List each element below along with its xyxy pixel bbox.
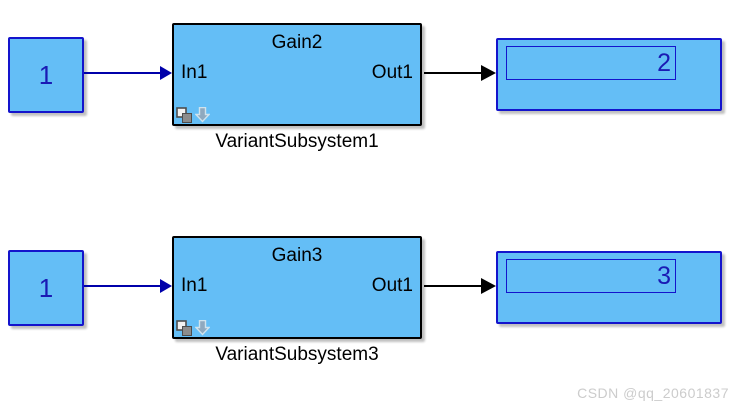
variant-overlapping-squares-icon[interactable]: [176, 107, 193, 123]
variant-subsystem-block[interactable]: Gain3 In1 Out1: [172, 236, 422, 339]
subsystem-name-label[interactable]: VariantSubsystem1: [215, 131, 379, 152]
wire-arrowhead-icon: [481, 278, 496, 294]
display-block[interactable]: 3: [496, 251, 722, 324]
variant-down-arrow-icon[interactable]: [195, 107, 210, 123]
display-block[interactable]: 2: [496, 38, 722, 111]
signal-wire[interactable]: [84, 285, 162, 287]
wire-arrowhead-icon: [481, 65, 496, 81]
signal-wire[interactable]: [84, 72, 162, 74]
constant-block[interactable]: 1: [8, 250, 84, 326]
subsystem-title: Gain3: [271, 245, 323, 266]
variant-overlapping-squares-icon[interactable]: [176, 320, 193, 336]
wire-arrowhead-icon: [160, 66, 172, 80]
constant-value: 1: [38, 272, 54, 303]
variant-down-arrow-icon[interactable]: [195, 320, 210, 336]
wire-arrowhead-icon: [160, 279, 172, 293]
constant-value: 1: [38, 59, 54, 90]
output-port-label: Out1: [371, 62, 413, 83]
watermark: CSDN @qq_20601837: [577, 385, 729, 401]
constant-block[interactable]: 1: [8, 37, 84, 113]
diagram-row-1: 1 Gain2 In1 Out1 VariantSubsystem1: [0, 0, 751, 200]
subsystem-badges[interactable]: [176, 107, 210, 123]
variant-subsystem-block[interactable]: Gain2 In1 Out1: [172, 23, 422, 126]
subsystem-title: Gain2: [271, 32, 323, 53]
display-value: 2: [657, 48, 671, 77]
diagram-row-2: 1 Gain3 In1 Out1 VariantSubsystem3: [0, 213, 751, 413]
display-value-field: 3: [506, 259, 676, 293]
signal-wire[interactable]: [424, 72, 482, 74]
input-port-label: In1: [181, 275, 208, 296]
subsystem-name-label[interactable]: VariantSubsystem3: [215, 344, 379, 365]
output-port-label: Out1: [371, 275, 413, 296]
display-value: 3: [657, 261, 671, 290]
display-value-field: 2: [506, 46, 676, 80]
signal-wire[interactable]: [424, 285, 482, 287]
subsystem-badges[interactable]: [176, 320, 210, 336]
input-port-label: In1: [181, 62, 208, 83]
